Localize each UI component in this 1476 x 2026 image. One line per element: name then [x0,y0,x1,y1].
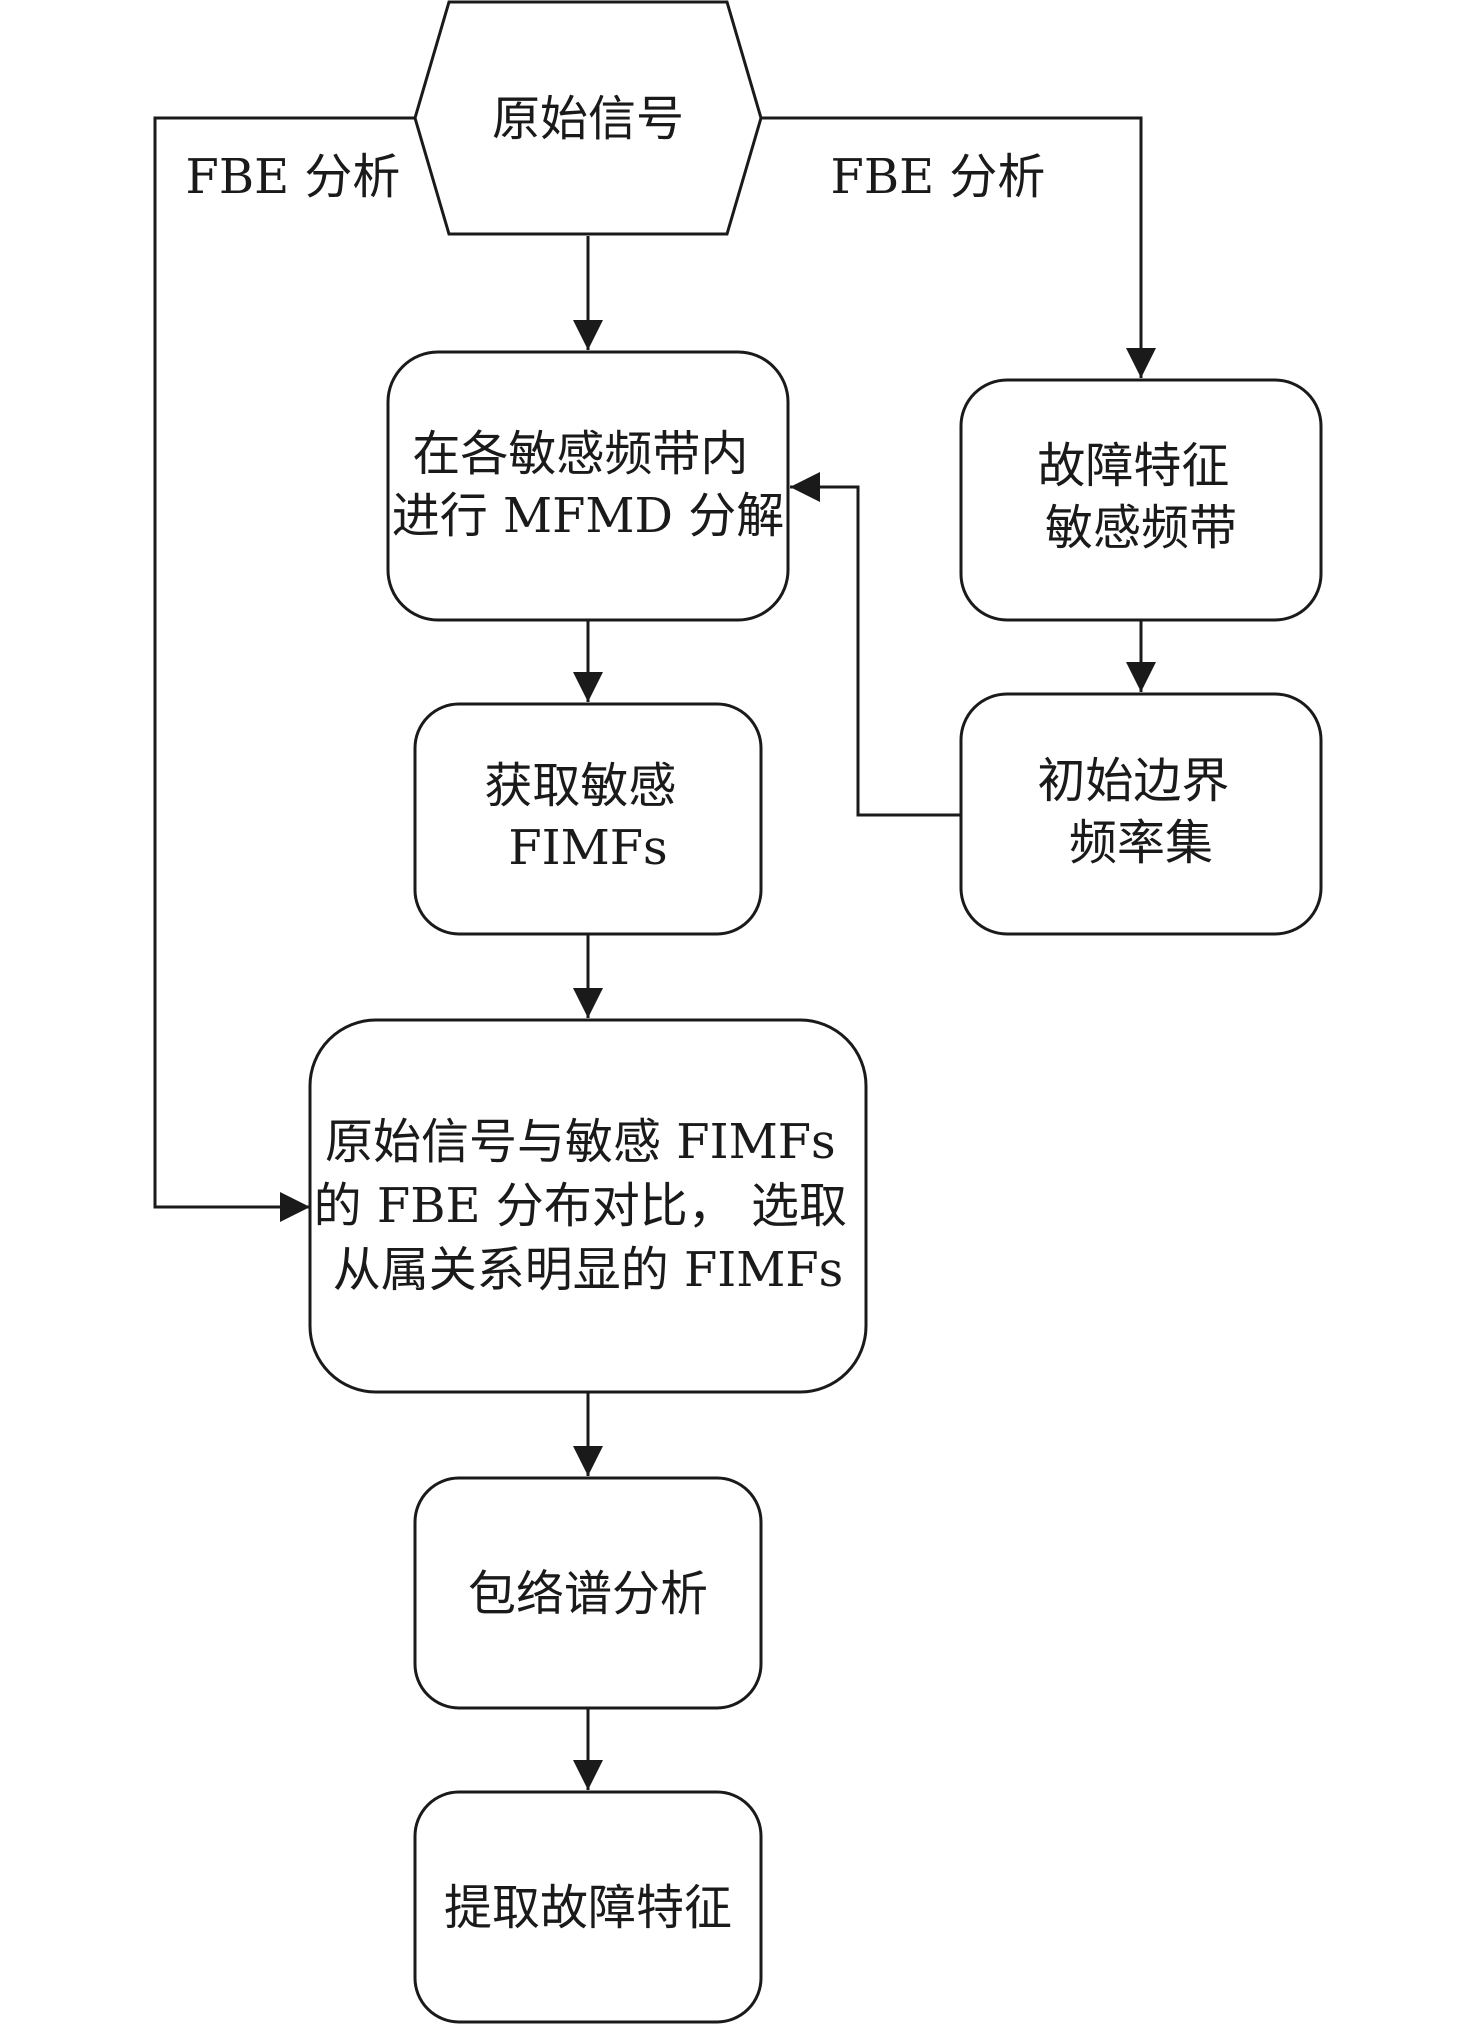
node-envelope-spectrum: 包络谱分析 [413,1476,763,1710]
edge-initial-boundary-to-decompose [790,472,961,817]
node-mfmd-decompose: 在各敏感频带内 进行 MFMD 分解 [386,350,790,622]
node-text: 提取故障特征 [444,1880,732,1936]
node-text: 故障特征 敏感频带 [1037,438,1244,556]
node-initial-boundary-freq-set: 初始边界 频率集 [959,692,1323,936]
node-text: 原始信号与敏感 FIMFs 的 FBE 分布对比， 选取 从属关系明显的 FIM… [314,1114,863,1298]
node-text: 包络谱分析 [468,1566,708,1622]
node-text: 在各敏感频带内 进行 MFMD 分解 [392,426,785,544]
node-fault-sensitive-band: 故障特征 敏感频带 [959,378,1323,622]
edge-label-right: FBE 分析 [831,149,1046,205]
node-text: 获取敏感 FIMFs [484,758,691,876]
node-original-signal: 原始信号 [413,0,763,236]
edge-signal-to-compare [153,116,415,1222]
edge-signal-to-sensitive-band [761,116,1156,378]
node-fbe-compare-select: 原始信号与敏感 FIMFs 的 FBE 分布对比， 选取 从属关系明显的 FIM… [308,1018,868,1394]
edge-label-left: FBE 分析 [186,149,401,205]
node-text: 原始信号 [492,91,684,147]
node-text: 初始边界 频率集 [1037,753,1244,871]
node-extract-fault-features: 提取故障特征 [413,1790,763,2024]
node-get-sensitive-fimfs: 获取敏感 FIMFs [413,702,763,936]
